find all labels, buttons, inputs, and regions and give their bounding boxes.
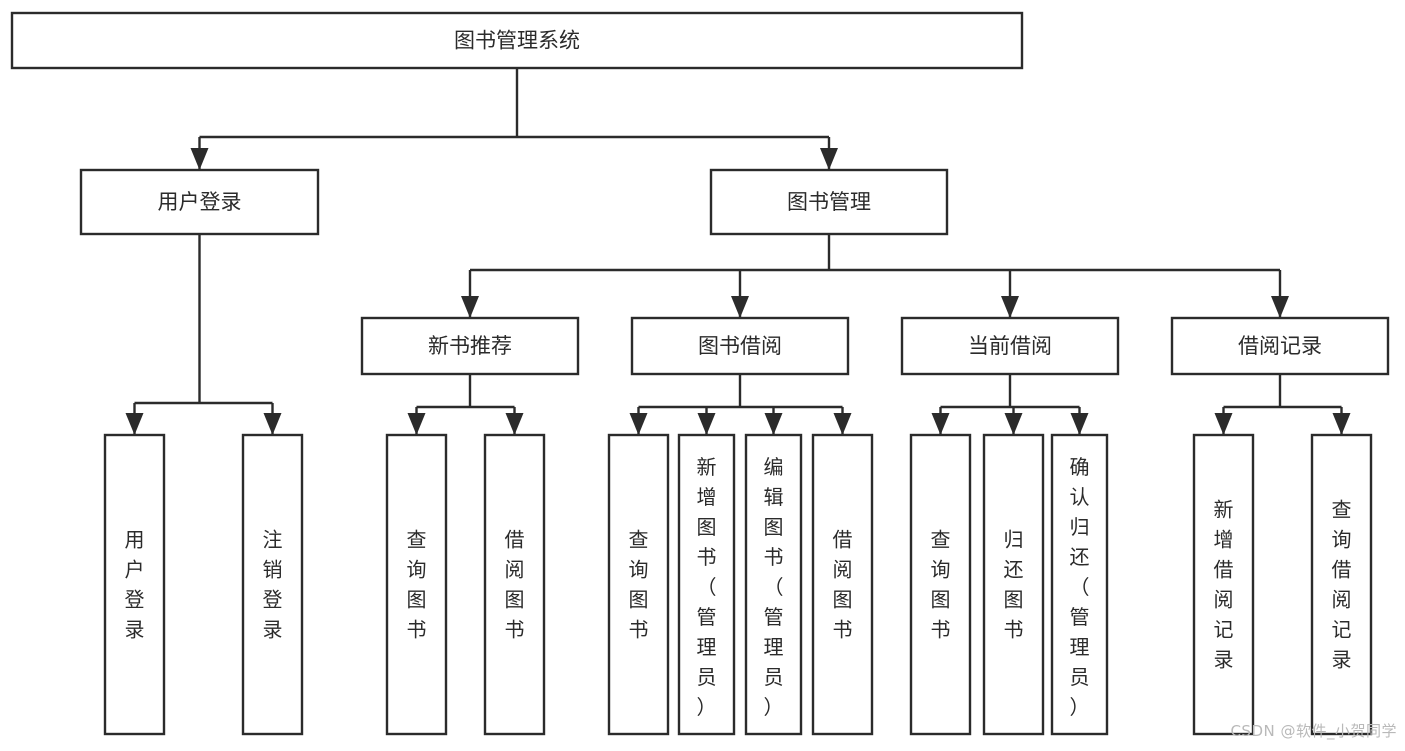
node-label-leaf-query-book-1: 查询图书: [407, 527, 427, 641]
node-box-borrow-record: [1170, 316, 1390, 376]
node-box-book-borrow: [630, 316, 850, 376]
arrow-head-icon: [820, 148, 838, 170]
node-book-borrow[interactable]: 图书借阅: [630, 316, 850, 376]
node-box-user-login: [79, 168, 320, 236]
watermark-text: CSDN @软件_小贺同学: [1230, 722, 1397, 740]
arrow-head-icon: [263, 413, 282, 435]
node-box-leaf-query-book-2: [607, 433, 670, 736]
node-label-new-book-rec: 新书推荐: [428, 334, 512, 358]
node-leaf-logout[interactable]: 注销登录: [241, 433, 304, 736]
node-leaf-user-login[interactable]: 用户登录: [103, 433, 166, 736]
node-label-leaf-query-book-2: 查询图书: [629, 527, 649, 641]
arrow-head-icon: [1214, 413, 1233, 435]
arrow-head-icon: [505, 413, 524, 435]
node-leaf-query-record[interactable]: 查询借阅记录: [1310, 433, 1373, 736]
arrow-head-icon: [125, 413, 144, 435]
node-box-leaf-logout: [241, 433, 304, 736]
edge-group-book-manage: [461, 234, 1289, 318]
node-book-manage[interactable]: 图书管理: [709, 168, 949, 236]
node-borrow-record[interactable]: 借阅记录: [1170, 316, 1390, 376]
node-leaf-borrow-book-1[interactable]: 借阅图书: [483, 433, 546, 736]
node-label-leaf-query-record: 查询借阅记录: [1332, 497, 1352, 671]
arrow-head-icon: [931, 413, 950, 435]
node-label-book-manage: 图书管理: [787, 190, 871, 214]
node-box-leaf-add-book: [677, 433, 736, 736]
arrow-head-icon: [1004, 413, 1023, 435]
node-label-leaf-add-book: 新增图书（管理员）: [697, 455, 717, 719]
node-box-leaf-borrow-book-1: [483, 433, 546, 736]
node-label-leaf-add-record: 新增借阅记录: [1214, 497, 1234, 671]
node-box-current-borrow: [900, 316, 1120, 376]
node-box-book-manage: [709, 168, 949, 236]
node-leaf-confirm-return[interactable]: 确认归还（管理员）: [1050, 433, 1109, 736]
node-label-leaf-edit-book: 编辑图书（管理员）: [764, 455, 784, 719]
node-leaf-edit-book[interactable]: 编辑图书（管理员）: [744, 433, 803, 736]
edge-group-book-borrow: [629, 374, 852, 435]
node-label-leaf-borrow-book-1: 借阅图书: [505, 527, 525, 641]
arrow-head-icon: [1001, 296, 1019, 318]
node-leaf-return-book[interactable]: 归还图书: [982, 433, 1045, 736]
arrow-head-icon: [833, 413, 852, 435]
node-layer: 图书管理系统用户登录图书管理新书推荐图书借阅当前借阅借阅记录用户登录注销登录查询…: [10, 11, 1390, 736]
arrow-head-icon: [731, 296, 749, 318]
node-label-current-borrow: 当前借阅: [968, 334, 1052, 358]
node-box-leaf-return-book: [982, 433, 1045, 736]
arrow-head-icon: [190, 148, 209, 170]
node-box-leaf-borrow-book-2: [811, 433, 874, 736]
arrow-head-icon: [1332, 413, 1351, 435]
edge-group-user-login: [125, 234, 282, 435]
node-label-book-borrow: 图书借阅: [698, 334, 782, 358]
node-box-leaf-query-record: [1310, 433, 1373, 736]
node-user-login[interactable]: 用户登录: [79, 168, 320, 236]
node-box-root: [10, 11, 1024, 70]
arrow-head-icon: [1070, 413, 1089, 435]
arrow-head-icon: [697, 413, 716, 435]
arrow-head-icon: [461, 296, 479, 318]
arrow-head-icon: [407, 413, 426, 435]
node-leaf-query-book-2[interactable]: 查询图书: [607, 433, 670, 736]
node-current-borrow[interactable]: 当前借阅: [900, 316, 1120, 376]
node-label-root: 图书管理系统: [454, 29, 580, 53]
node-leaf-query-book-1[interactable]: 查询图书: [385, 433, 448, 736]
node-box-leaf-add-record: [1192, 433, 1255, 736]
node-label-leaf-logout: 注销登录: [263, 527, 283, 641]
node-new-book-rec[interactable]: 新书推荐: [360, 316, 580, 376]
node-label-user-login: 用户登录: [158, 190, 242, 214]
node-box-new-book-rec: [360, 316, 580, 376]
node-label-leaf-borrow-book-2: 借阅图书: [833, 527, 853, 641]
node-box-leaf-edit-book: [744, 433, 803, 736]
node-box-leaf-query-book-1: [385, 433, 448, 736]
edge-group-current-borrow: [931, 374, 1089, 435]
node-label-leaf-confirm-return: 确认归还（管理员）: [1070, 455, 1090, 719]
arrow-head-icon: [764, 413, 783, 435]
node-label-leaf-user-login: 用户登录: [125, 527, 145, 641]
node-leaf-add-record[interactable]: 新增借阅记录: [1192, 433, 1255, 736]
edge-layer: [125, 68, 1351, 435]
node-label-leaf-query-book-3: 查询图书: [931, 527, 951, 641]
arrow-head-icon: [629, 413, 648, 435]
arrow-head-icon: [1271, 296, 1289, 318]
node-box-leaf-query-book-3: [909, 433, 972, 736]
node-leaf-borrow-book-2[interactable]: 借阅图书: [811, 433, 874, 736]
node-label-borrow-record: 借阅记录: [1238, 334, 1322, 358]
node-box-leaf-user-login: [103, 433, 166, 736]
node-label-leaf-return-book: 归还图书: [1004, 527, 1024, 641]
edge-group-borrow-record: [1214, 374, 1351, 435]
edge-group-new-book-rec: [407, 374, 524, 435]
node-leaf-query-book-3[interactable]: 查询图书: [909, 433, 972, 736]
node-leaf-add-book[interactable]: 新增图书（管理员）: [677, 433, 736, 736]
edge-group-root: [190, 68, 838, 170]
node-root[interactable]: 图书管理系统: [10, 11, 1024, 70]
node-box-leaf-confirm-return: [1050, 433, 1109, 736]
